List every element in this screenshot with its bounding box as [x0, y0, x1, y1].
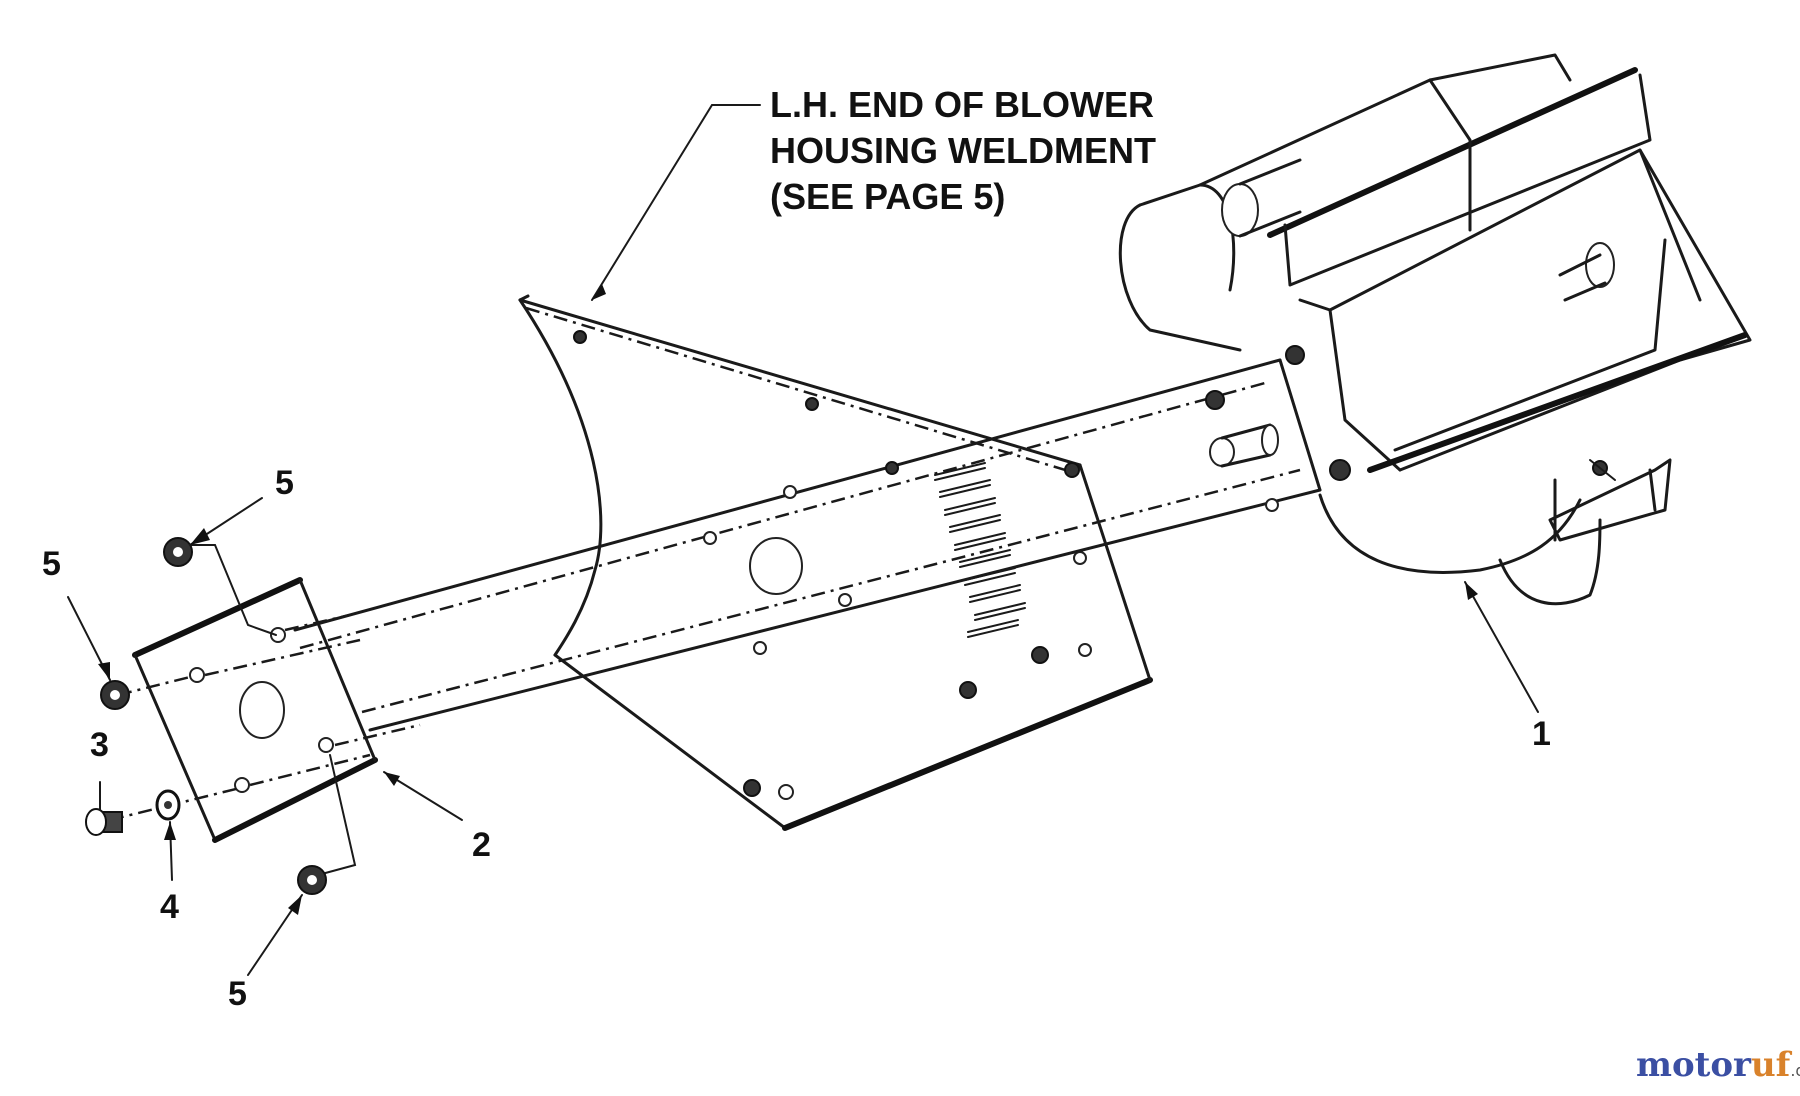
fastener-nut-left — [100, 680, 130, 710]
alignment-lines — [109, 544, 421, 876]
spring-coil — [934, 462, 1026, 638]
bracket-plate — [132, 577, 378, 843]
watermark-brand-b: uf — [1751, 1045, 1793, 1085]
housing-shaft-end — [1585, 242, 1615, 288]
label-part-2: 2 — [472, 826, 491, 864]
fastener-bolt — [85, 808, 123, 836]
frame-large-hole — [749, 537, 803, 595]
callout-arrowhead — [592, 284, 606, 300]
blower-housing-end-plate — [518, 294, 1153, 831]
callout-line-1: L.H. END OF BLOWER — [770, 84, 1154, 125]
label-part-5-left: 5 — [42, 545, 61, 583]
gearbox-housing — [1118, 53, 1752, 606]
fastener-washer — [155, 789, 181, 821]
callout-leader-line — [591, 104, 761, 301]
watermark-logo: motoruf.de — [1636, 1045, 1800, 1085]
fastener-nut-bottom — [297, 865, 327, 895]
callout-line-3: (SEE PAGE 5) — [770, 176, 1005, 217]
fastener-nut-top — [163, 537, 193, 567]
housing-stub-shaft — [1209, 437, 1235, 467]
callout-line-2: HOUSING WELDMENT — [770, 130, 1156, 171]
watermark-brand-a: motor — [1636, 1045, 1752, 1085]
label-part-5-bottom: 5 — [228, 975, 247, 1013]
label-part-5-top: 5 — [275, 464, 294, 502]
bracket-large-hole — [239, 681, 285, 739]
leader-lines — [67, 497, 1539, 976]
label-part-4: 4 — [160, 888, 179, 926]
label-part-1: 1 — [1532, 715, 1551, 753]
frame-channel — [293, 345, 1351, 732]
watermark-tld: .de — [1790, 1061, 1800, 1080]
label-part-3: 3 — [90, 726, 109, 764]
